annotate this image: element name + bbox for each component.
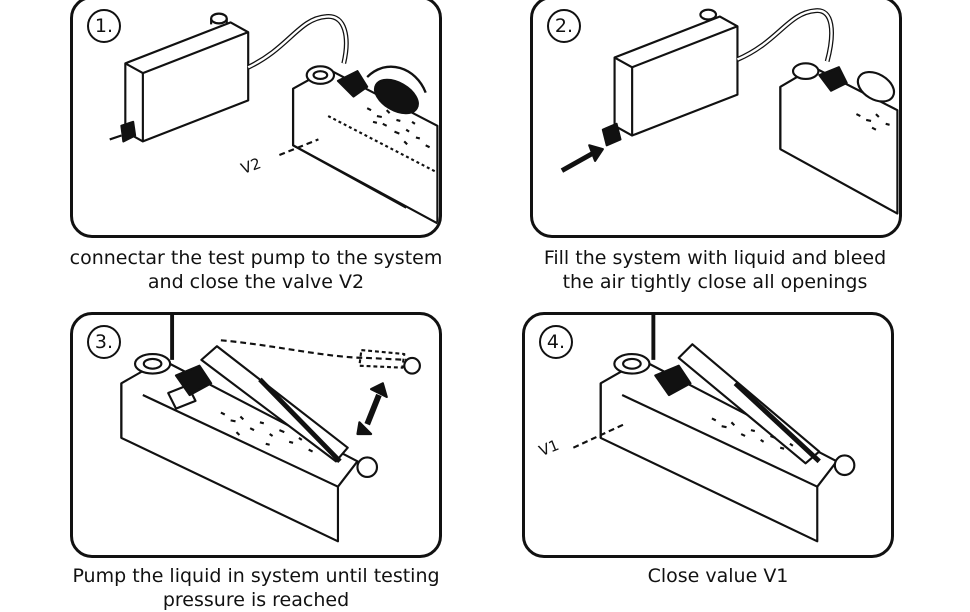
caption-line: and close the valve V2	[147, 271, 365, 293]
step-4-panel: 4. V1	[522, 312, 894, 558]
step-2-illustration	[560, 8, 899, 215]
step-4-illustration	[572, 315, 856, 543]
step-1-caption: connectar the test pump to the system an…	[46, 246, 466, 294]
step-number-badge: 1.	[87, 9, 121, 43]
caption-line: Close value V1	[647, 565, 789, 587]
step-3-caption: Pump the liquid in system until testing …	[46, 564, 466, 612]
caption-line: connectar the test pump to the system	[69, 247, 443, 269]
step-3-panel: 3.	[70, 312, 442, 558]
step-1-illustration	[109, 12, 439, 225]
step-1-panel: 1. V2	[70, 0, 442, 238]
step-number-badge: 4.	[539, 325, 573, 359]
step-number-badge: 3.	[87, 325, 121, 359]
caption-line: the air tightly close all openings	[562, 271, 868, 293]
caption-line: Pump the liquid in system until testing	[72, 565, 440, 587]
caption-line: pressure is reached	[162, 589, 350, 611]
step-number-badge: 2.	[547, 9, 581, 43]
step-4-caption: Close value V1	[508, 564, 928, 588]
step-2-caption: Fill the system with liquid and bleed th…	[505, 246, 925, 294]
caption-line: Fill the system with liquid and bleed	[543, 247, 887, 269]
step-2-panel: 2.	[530, 0, 902, 238]
step-3-illustration	[120, 315, 421, 543]
